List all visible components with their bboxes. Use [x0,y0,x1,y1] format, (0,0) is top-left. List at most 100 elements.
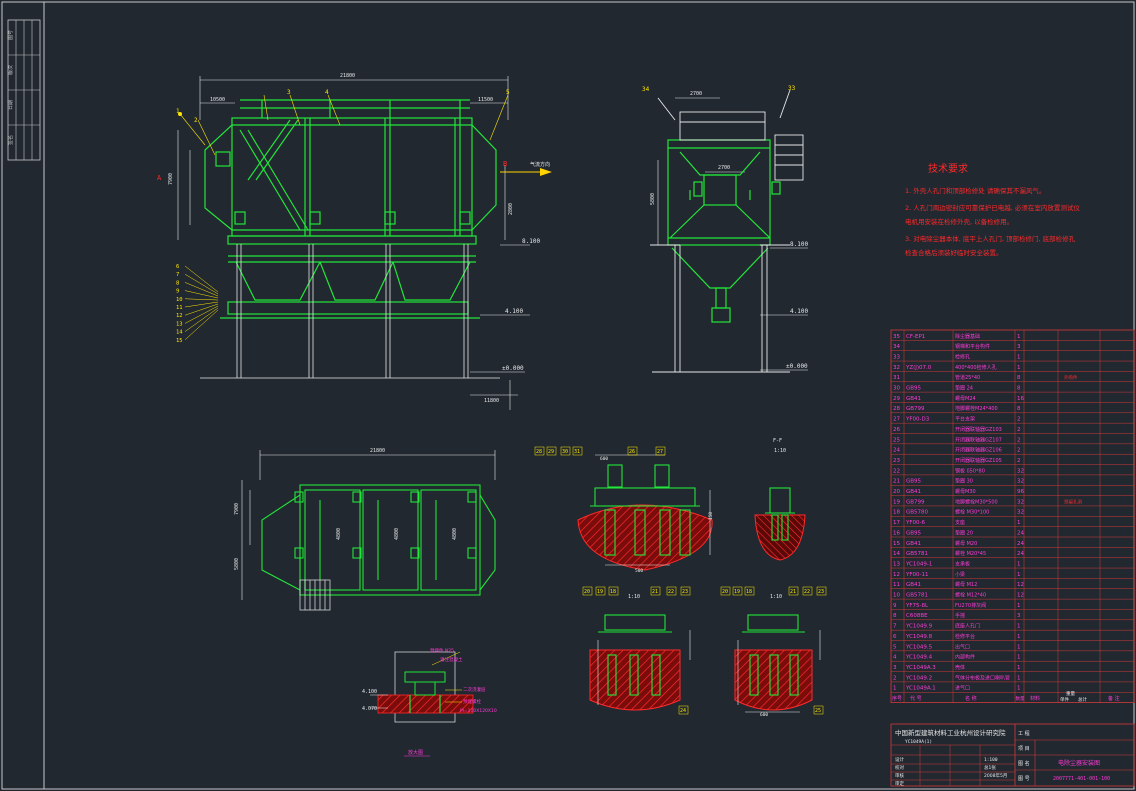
detail-right-callout-2: 18 [746,589,752,595]
side-view: 2700 2700 5800 8.100 4.100 ±0.000 [642,85,808,373]
callout-top-3: 3 [287,89,291,96]
side-callout-left: 34 [642,86,650,93]
bom-header-code: 代 号 [910,695,922,702]
bom-row-no: 7 [893,624,897,630]
margin-label-1: 版次 [7,65,14,75]
bom-row-name: 地脚螺栓M24*400 [955,405,998,412]
detail-bottom-callout-0: 24 [680,708,686,714]
bom-row-name: 400*400检修人孔 [955,364,997,371]
bom-row-code: YC1049.4 [905,655,933,661]
bom-row-name: 管道25*40 [955,374,980,381]
bom-row-no: 2 [893,675,897,681]
tech-item-2: 2. 人孔门周边密封应可靠保护已电越, 必须在室内放置测试仪 [905,203,1080,212]
bom-row-name: 开闭器联轴器GZ106 [955,447,1002,454]
bom-row-no: 18 [893,510,900,516]
bom-row-name: 检修平台 [955,633,975,640]
elevation-level-upper: 8.100 [522,238,540,245]
drawing-label: 图 名 [1018,760,1030,767]
plan-left-dim-2: 5800 [234,558,240,570]
bom-row-qty: 8 [1017,375,1021,381]
company-subtitle: YC1049A(1) [905,739,932,745]
bom-row-qty: 32 [1017,479,1024,485]
bom-row-qty: 12 [1017,593,1024,599]
bom-row-name: 小梁 [955,571,965,578]
bom-row-code: YF00-D3 [905,417,930,423]
bom-row-qty: 1 [1017,634,1021,640]
detail-dim-4: 600 [600,456,608,462]
detail-right-callout-5: 23 [818,589,824,595]
detail-mid-callout-2: 18 [610,589,616,595]
bom-row-qty: 8 [1017,386,1021,392]
bom-row-qty: 1 [1017,675,1021,681]
detail-top-callout-5: 27 [657,449,663,455]
bom-header-qty: 数量 [1016,695,1025,702]
bom-header-total: 总计 [1078,696,1087,703]
detail-dim-3: 150 [708,512,714,520]
bom-row-qty: 1 [1017,686,1021,692]
bom-row-name: 垫圈 20 [955,529,973,536]
bom-row-qty: 1 [1017,365,1021,371]
bom-row-name: 底座人孔门 [955,623,980,630]
callout-left-11: 11 [176,305,183,311]
bom-row-no: 24 [893,448,900,454]
bom-row-name: 螺栓 M12*40 [955,592,986,599]
title-block: 中国新型建筑材料工业杭州设计研究院 YC1049A(1) 设计 校对 审核 审定… [890,723,1135,787]
detail-mid-callout-4: 22 [668,589,674,595]
callout-top-2: 2 [194,117,198,124]
bom-row-name: 支座 [955,519,965,526]
bom-row-name: 气体分布板及进口喇叭管 [955,674,1010,681]
detail-enlarged: 4.100 4.070 预埋件 N25 灌注混凝土 二次浇灌层 预埋螺栓 M=1… [362,647,497,757]
bom-row-code: GB41 [906,541,921,547]
detail-right-callout-0: 20 [722,589,728,595]
detail-right-callout-3: 21 [790,589,796,595]
bom-row-qty: 1 [1017,354,1021,360]
detail-mid-callout-1: 19 [597,589,603,595]
bom-row-code: GB41 [906,396,921,402]
technical-requirements: 技术要求 1. 外壳人孔门和顶部检修处 请确保其不漏风气。 2. 人孔门周边密封… [905,162,1080,257]
callout-left-6: 6 [176,264,179,270]
tech-title: 技术要求 [928,162,968,175]
bom-row-code: GB95 [906,386,922,392]
detail-note-1: 预埋件 N25 [430,647,454,654]
role-approve: 审定 [895,780,904,787]
detail-scale-mid: 1:10 [628,594,640,600]
detail-top-callout-1: 29 [548,449,554,455]
callout-left-7: 7 [176,272,179,278]
margin-label-2: 日期 [8,100,14,110]
airflow-label: 气流方向 [530,161,550,168]
drawing-name: 电除尘器安装图 [1058,759,1100,767]
bom-row-name: 钢梯和平台构件 [955,343,990,350]
bom-row-qty: 1 [1017,520,1021,526]
bom-row-name: 螺母 M12 [955,581,977,588]
bom-row-no: 15 [893,541,900,547]
bom-row-name: 螺栓 M20*45 [955,550,986,557]
bom-row-qty: 24 [1017,541,1024,547]
bom-row-code: YC1049.9 [905,624,933,630]
side-level-upper: 8.100 [790,241,808,248]
bom-row-no: 20 [893,489,900,495]
bom-row-note: 外购件 [1064,374,1078,381]
bom-row-no: 33 [893,354,900,360]
bom-row-name: 地脚螺栓M30*500 [955,498,998,505]
bom-row-code: GB5781 [906,593,928,599]
detail-note-4: 预埋螺栓 [463,698,481,705]
detail-note-2: 灌注混凝土 [440,656,463,663]
bom-row-no: 32 [893,365,900,371]
bom-row-qty: 24 [1017,551,1024,557]
bom-row-no: 21 [893,479,900,485]
bom-header-name: 名 称 [965,695,977,702]
bom-row-name: 手摇 [955,612,965,619]
detail-top-callout-2: 30 [562,449,568,455]
bom-row-name: 平台支架 [955,416,975,423]
elevation-ground-dim: 11800 [484,398,499,404]
company-name: 中国新型建筑材料工业杭州设计研究院 [895,728,1006,737]
side-top-frame [650,89,804,373]
bom-row-code: YF00-6 [905,520,926,526]
bom-header-mat: 材料 [1030,695,1040,702]
bom-row-name: 垫圈 30 [955,478,973,485]
bom-row-code: YC1049-1 [905,561,932,567]
detail-level-1: 4.100 [362,689,377,695]
role-design: 设计 [895,756,904,763]
